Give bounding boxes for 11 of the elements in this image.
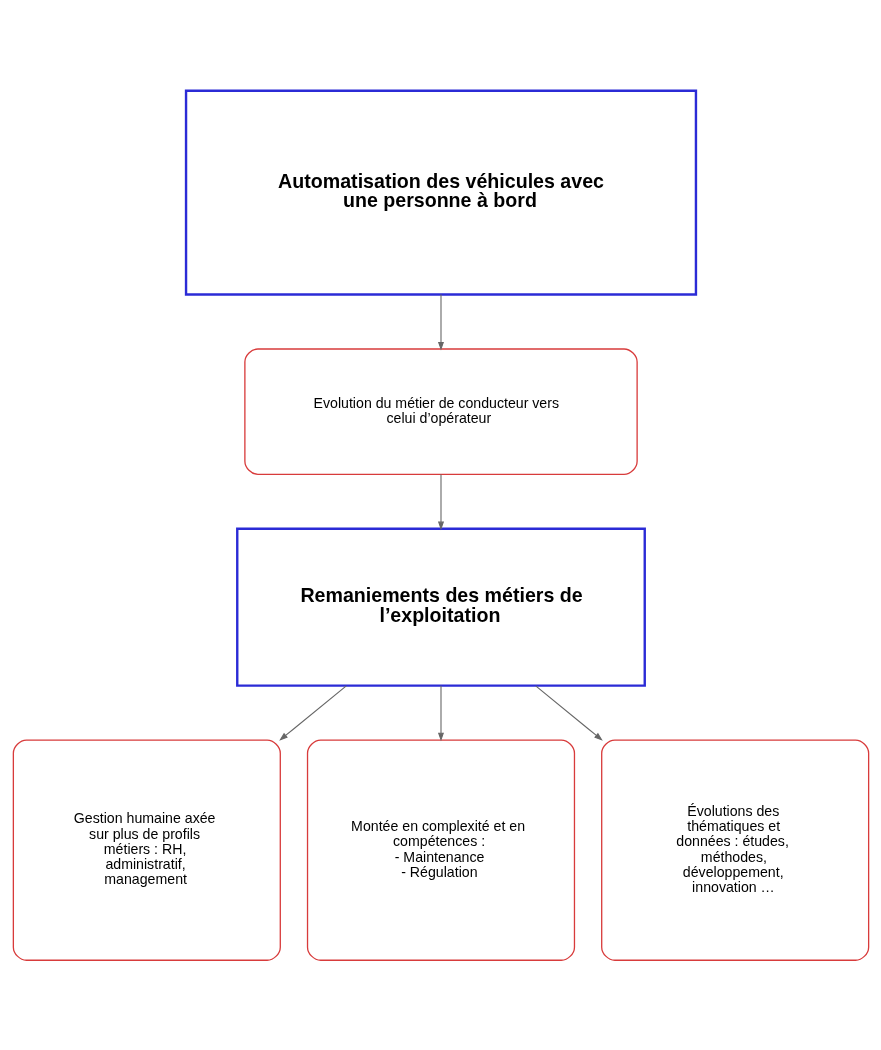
arrow	[437, 293, 444, 351]
node-box: Remaniements des métiers de l’exploitation	[235, 527, 646, 687]
node-box: Montée en complexité et en compétences : - Maintenance - Régulation	[306, 739, 575, 961]
node-box: Automatisation des véhicules avec une personne à bord	[184, 89, 697, 296]
arrow	[278, 684, 347, 741]
node-box: Evolution du métier de conducteur vers celui d’opérateur	[243, 347, 638, 475]
arrow	[534, 684, 603, 741]
node-box: Gestion humaine axée sur plus de profils métiers : RH, administratif, management	[12, 739, 281, 961]
arrow	[437, 473, 444, 530]
node-box: Évolutions des thématiques et données : études, méthodes, développement, innovation …	[600, 739, 869, 961]
arrow	[437, 684, 444, 741]
